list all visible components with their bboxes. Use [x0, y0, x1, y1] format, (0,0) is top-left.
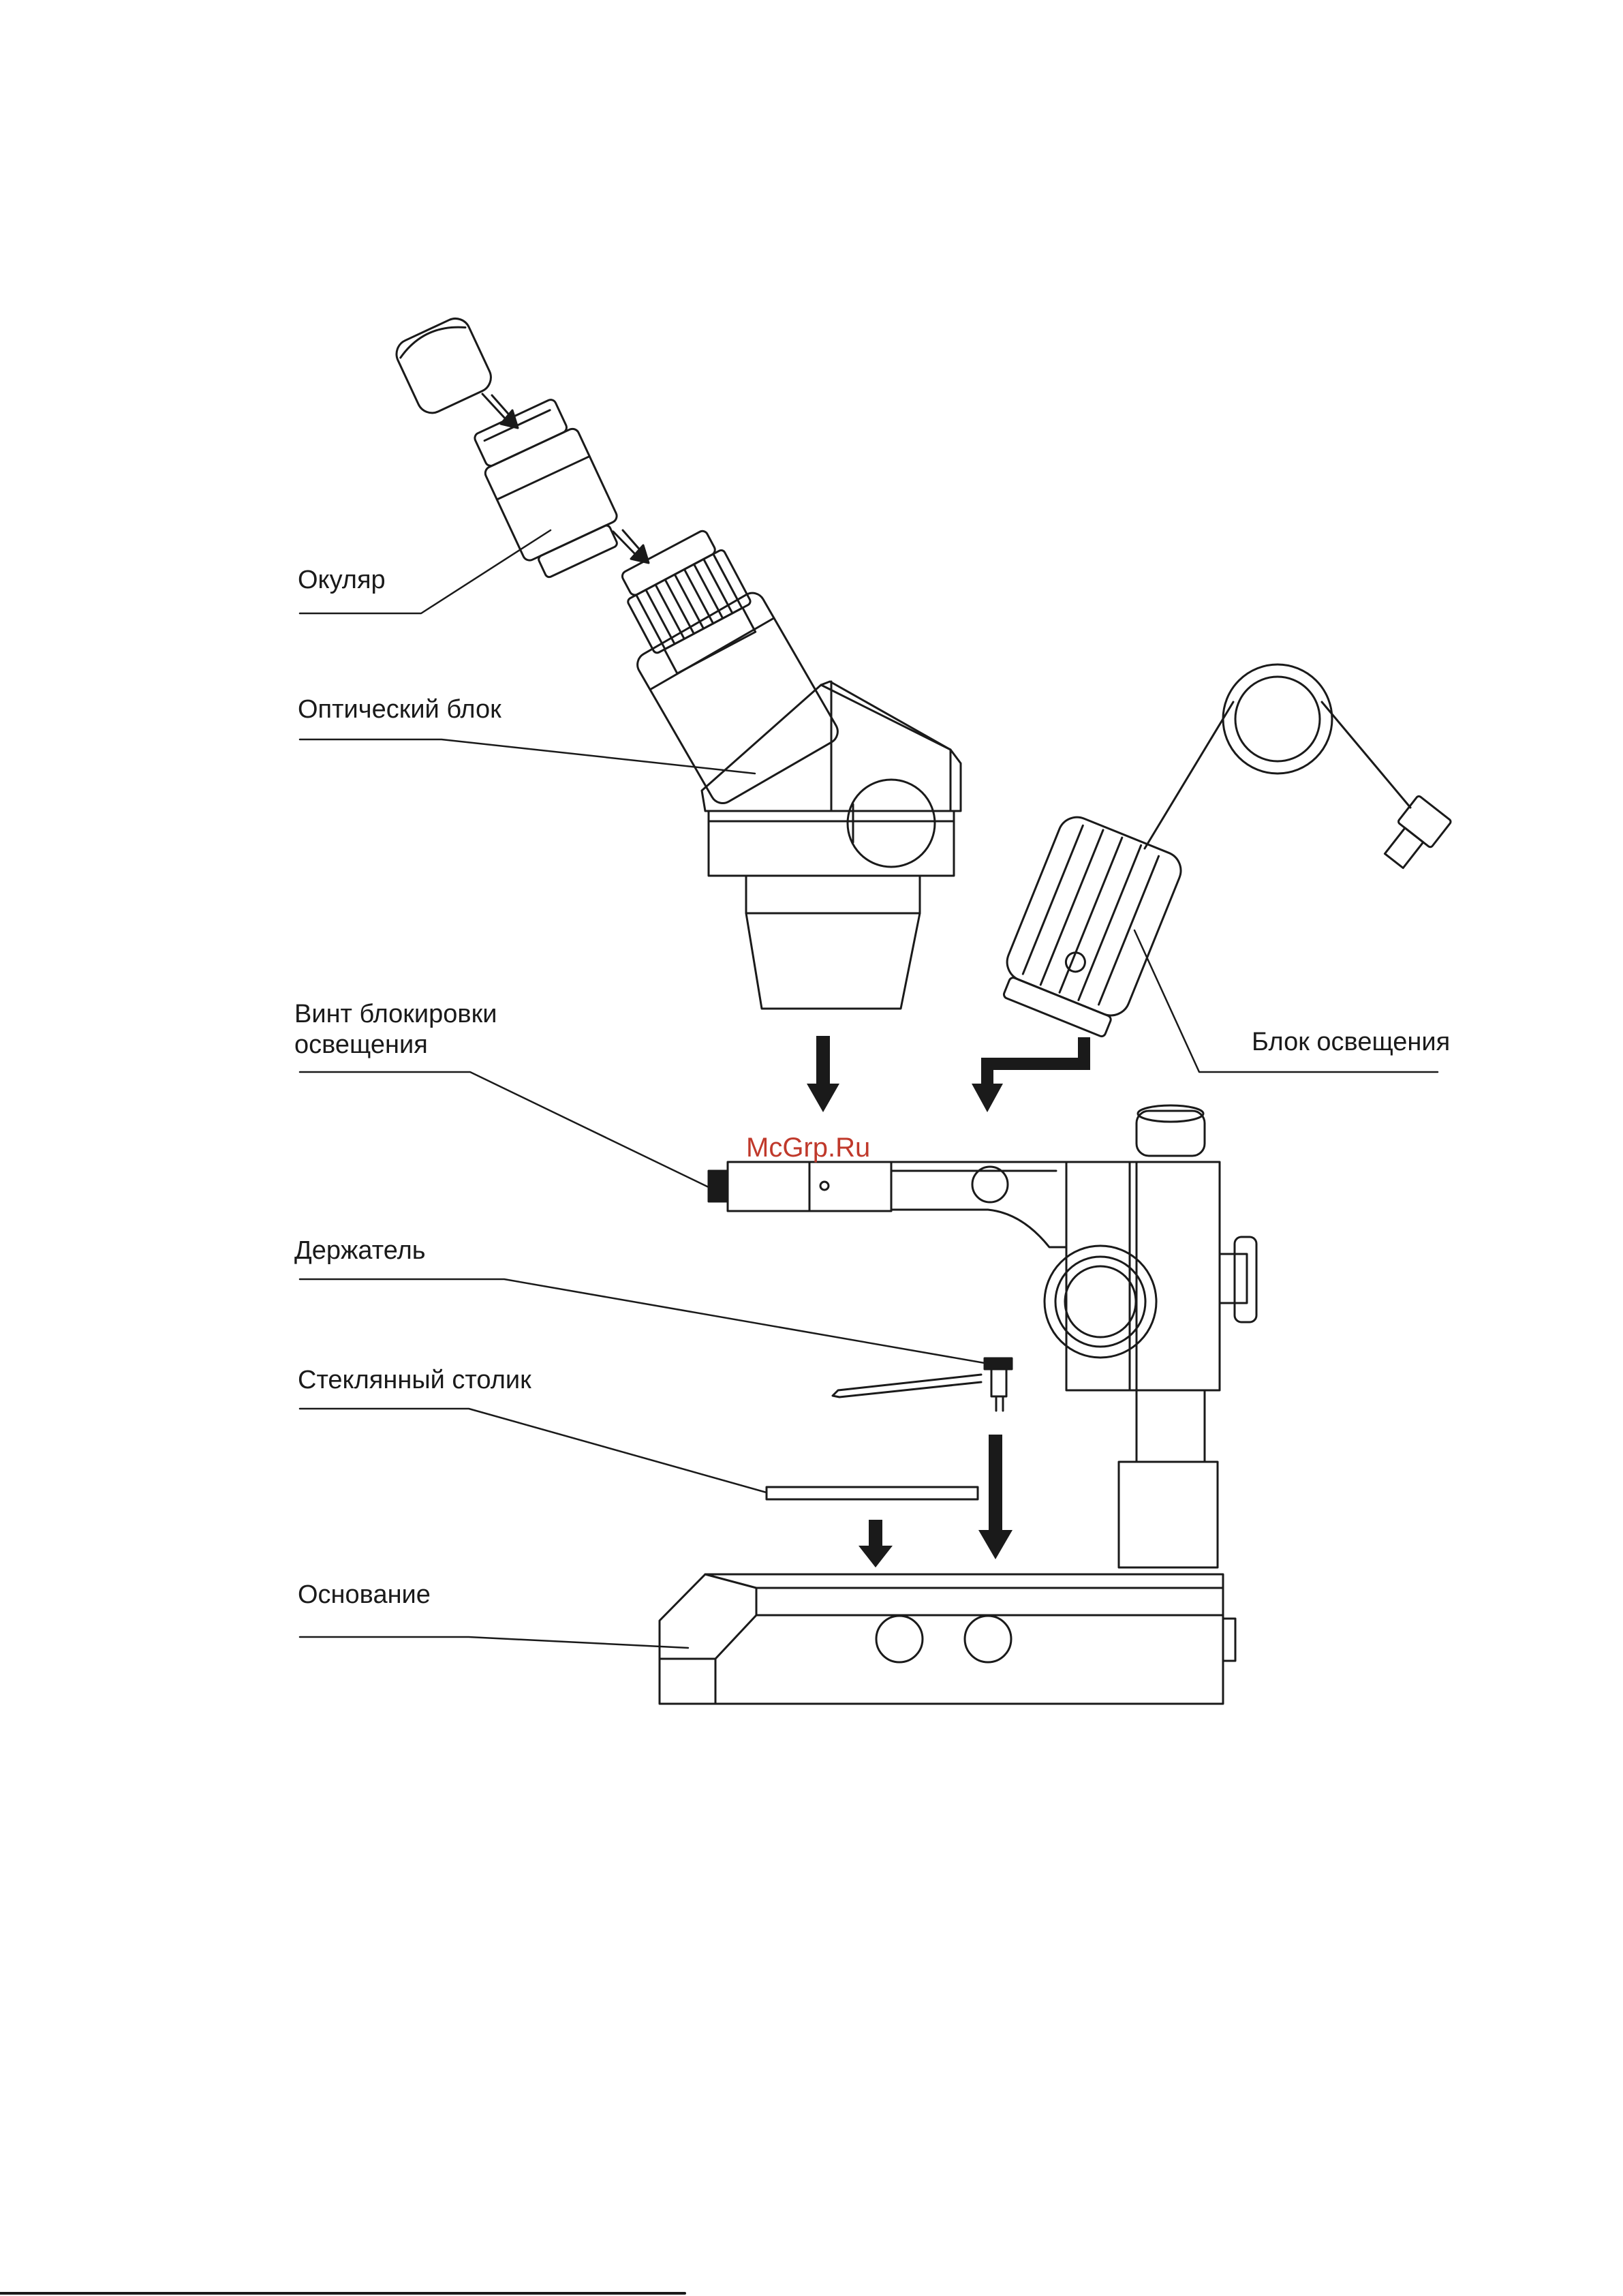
stand: [1045, 1105, 1256, 1567]
holder: [833, 1358, 1012, 1411]
eyepiece: [468, 395, 629, 583]
label-illumination-lock-screw-line1: Винт блокировки: [294, 998, 497, 1030]
eyepiece-cap: [392, 313, 496, 418]
optical-block: [633, 589, 961, 1009]
illumination-arm: [709, 1162, 1066, 1247]
eyepiece-tube: [615, 526, 764, 678]
label-illumination-lock-screw-line2: освещения: [294, 1029, 428, 1060]
label-optical-block: Оптический блок: [298, 694, 501, 725]
illumination-block: [993, 664, 1452, 1041]
assembly-arrow-small-2: [613, 530, 649, 563]
label-base: Основание: [298, 1579, 431, 1610]
label-eyepiece: Окуляр: [298, 564, 386, 596]
label-glass-stage: Стеклянный столик: [298, 1364, 531, 1396]
label-illumination-block: Блок освещения: [1252, 1026, 1450, 1058]
base: [660, 1574, 1235, 1704]
watermark: McGrp.Ru: [746, 1133, 870, 1163]
label-holder: Держатель: [294, 1235, 426, 1266]
glass-stage: [767, 1487, 978, 1499]
